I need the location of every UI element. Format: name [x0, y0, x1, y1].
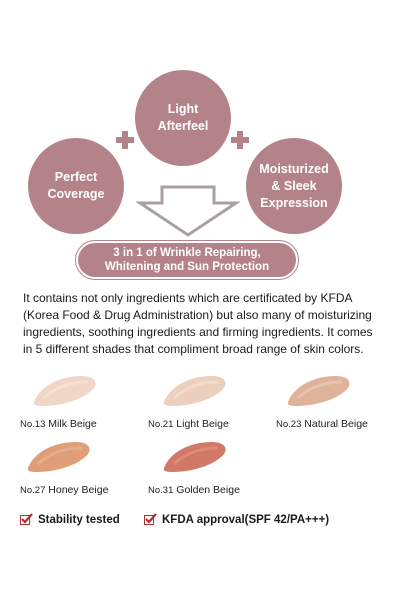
- three-in-one-banner: 3 in 1 of Wrinkle Repairing, Whitening a…: [75, 240, 299, 280]
- swatch-milk-beige: [33, 376, 96, 406]
- swatch-natural-beige: [287, 376, 350, 406]
- kfda-approval-check: KFDA approval(SPF 42/PA+++): [144, 513, 330, 526]
- feature-label: Moisturized & Sleek Expression: [259, 161, 329, 210]
- plus-icon: [116, 131, 134, 149]
- feature-label: Light Afterfeel: [157, 102, 209, 133]
- product-description: It contains not only ingredients which a…: [23, 291, 373, 356]
- feature-moisturized: Moisturized & Sleek Expression: [246, 138, 342, 234]
- swatch-honey-beige: [27, 442, 90, 472]
- shade-name: Golden Beige: [176, 484, 240, 496]
- shade-number: No.23: [276, 419, 302, 430]
- shade-label-milk-beige: No.13 Milk Beige: [20, 418, 97, 430]
- shade-number: No.27: [20, 485, 46, 496]
- shade-label-honey-beige: No.27 Honey Beige: [20, 484, 108, 496]
- feature-label: Perfect Coverage: [47, 170, 105, 201]
- swatch-light-beige: [163, 376, 226, 406]
- shade-name: Milk Beige: [48, 418, 97, 430]
- swatch-golden-beige: [163, 442, 226, 472]
- check-label: Stability tested: [38, 514, 120, 526]
- shade-label-golden-beige: No.31 Golden Beige: [148, 484, 240, 496]
- feature-light-afterfeel: Light Afterfeel: [135, 70, 231, 166]
- checkmark-icon: [144, 513, 157, 525]
- shade-label-natural-beige: No.23 Natural Beige: [276, 418, 368, 430]
- stability-tested-check: Stability tested: [20, 513, 120, 526]
- shade-name: Honey Beige: [48, 484, 109, 496]
- shade-number: No.31: [148, 485, 174, 496]
- plus-icon: [231, 131, 249, 149]
- down-arrow-icon: [136, 185, 240, 237]
- shade-number: No.13: [20, 419, 46, 430]
- shade-label-light-beige: No.21 Light Beige: [148, 418, 229, 430]
- banner-text: 3 in 1 of Wrinkle Repairing, Whitening a…: [78, 243, 296, 277]
- checkmark-icon: [20, 513, 33, 525]
- shade-number: No.21: [148, 419, 174, 430]
- shade-name: Light Beige: [176, 418, 229, 430]
- feature-perfect-coverage: Perfect Coverage: [28, 138, 124, 234]
- check-label: KFDA approval(SPF 42/PA+++): [162, 514, 330, 526]
- shade-name: Natural Beige: [304, 418, 368, 430]
